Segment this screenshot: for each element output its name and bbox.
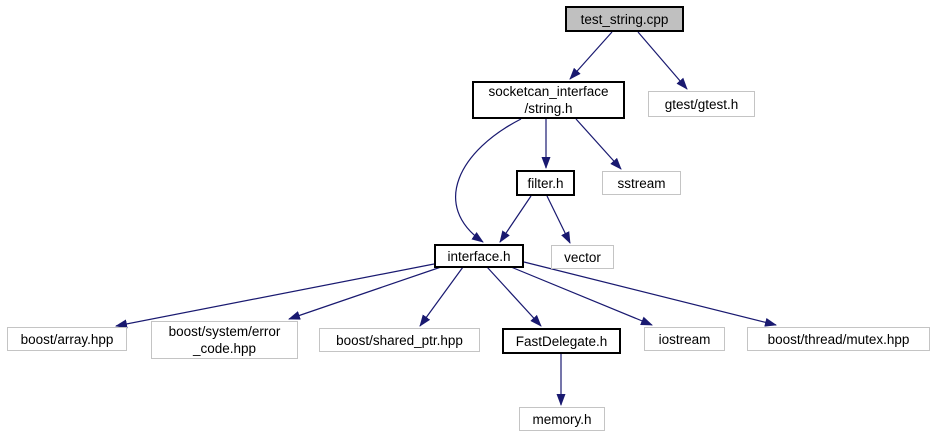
- edge-test_string_cpp-to-gtest_gtest_h: [637, 31, 688, 90]
- node-boost-thread-mutex-hpp: boost/thread/mutex.hpp: [747, 327, 930, 351]
- node-iostream: iostream: [644, 327, 725, 351]
- edge-interface_h-to-boost_array_hpp: [115, 263, 435, 329]
- node-interface-h[interactable]: interface.h: [434, 244, 524, 268]
- node-boost-system-error_code-hpp: boost/system/error _code.hpp: [151, 321, 298, 359]
- node-vector: vector: [551, 245, 614, 269]
- node-boost-array-hpp: boost/array.hpp: [7, 327, 127, 351]
- node-socketcan_interface-string-h[interactable]: socketcan_interface /string.h: [472, 81, 625, 119]
- edge-filter_h-to-interface_h: [499, 195, 532, 243]
- node-test_string-cpp[interactable]: test_string.cpp: [565, 6, 684, 32]
- edge-test_string_cpp-to-socketcan_string_h: [569, 31, 613, 80]
- node-boost-shared_ptr-hpp: boost/shared_ptr.hpp: [319, 328, 480, 352]
- edge-interface_h-to-iostream: [510, 266, 653, 326]
- node-memory-h: memory.h: [519, 407, 605, 431]
- edge-interface_h-to-fastdelegate_h: [486, 266, 542, 327]
- node-fastdelegate-h[interactable]: FastDelegate.h: [502, 328, 621, 354]
- edge-interface_h-to-boost_error_code_hpp: [288, 266, 442, 320]
- edge-socketcan_string_h-to-interface_h: [455, 118, 522, 243]
- node-filter-h[interactable]: filter.h: [516, 170, 575, 196]
- edge-interface_h-to-boost_shared_ptr_hpp: [419, 266, 464, 327]
- node-gtest-gtest-h: gtest/gtest.h: [648, 91, 755, 117]
- edge-filter_h-to-vector: [546, 195, 571, 244]
- edge-interface_h-to-boost_mutex_hpp: [523, 261, 777, 327]
- node-sstream: sstream: [602, 171, 681, 195]
- edge-socketcan_string_h-to-sstream: [575, 118, 622, 170]
